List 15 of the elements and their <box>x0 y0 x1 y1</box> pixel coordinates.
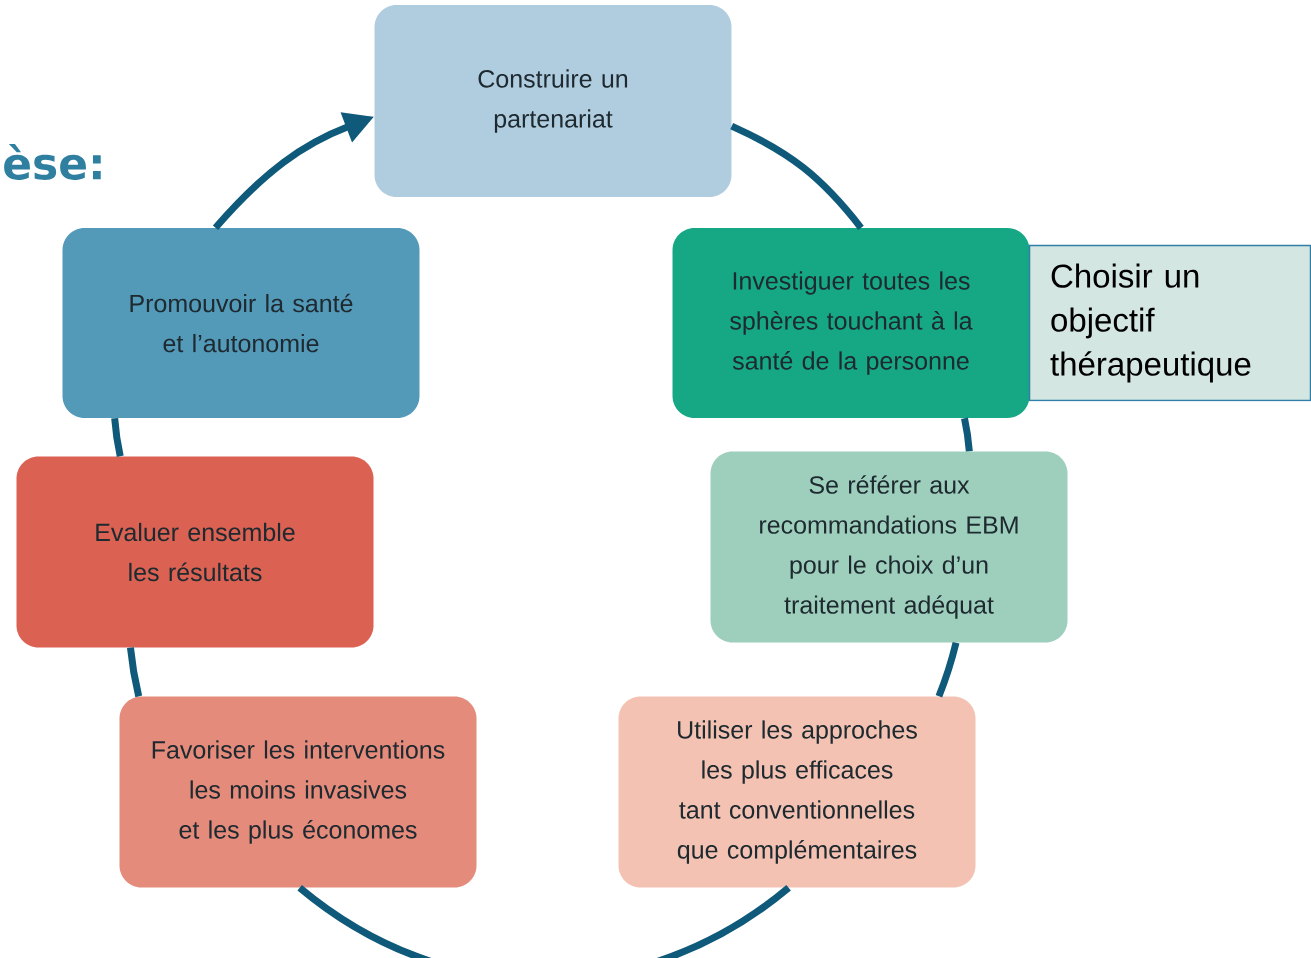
connector-arc <box>961 417 973 452</box>
step-box: Favoriser les interventions les moins invasives et les plus économes <box>119 696 477 888</box>
step-box: Construire un partenariat <box>374 5 732 197</box>
title: èse: <box>4 144 101 180</box>
step-box: Evaluer ensemble les résultats <box>16 456 374 648</box>
connector-arc <box>111 417 124 458</box>
step-box: Investiguer toutes les sphères touchant à la santé de la personne <box>672 228 1030 418</box>
connector-arc <box>730 122 864 230</box>
step-box: Utiliser les approches les plus efficaces tant conventionnelles que complémentaires <box>618 696 976 888</box>
step-box: Se référer aux recommandations EBM pour le choix d’un traitement adéquat <box>710 451 1068 643</box>
connector-arc <box>297 884 791 958</box>
step-box: Promouvoir la santé et l’autonomie <box>62 228 420 418</box>
connector-arc <box>935 641 960 698</box>
objective-box: Choisir un objectif thérapeutique <box>1028 244 1311 402</box>
connector-arc <box>126 647 143 698</box>
